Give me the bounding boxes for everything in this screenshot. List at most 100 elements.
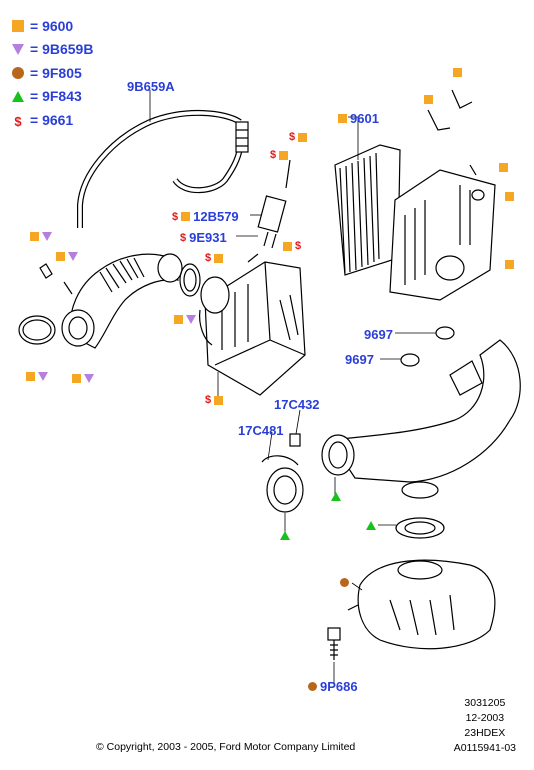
legend-row-9f843: = 9F843 [12,85,132,109]
callout-9697-a: 9697 [364,327,393,342]
marker-seal [366,521,376,530]
orange-square-icon [181,212,191,221]
legend-row-9600: = 9600 [12,14,132,38]
hose-clamps-drawing [18,263,201,345]
legend-label: = 9F843 [30,88,82,105]
air-cleaner-upper-drawing [389,89,496,301]
callout-9601: 9601 [350,111,379,126]
purple-triangle-down-icon [42,232,52,241]
orange-square-icon [26,372,35,381]
legend-label: = 9661 [30,111,74,128]
red-dollar-icon: $ [205,252,212,264]
orange-square-icon [56,252,65,261]
orange-square-icon [72,374,81,383]
marker-screw-1: $ [205,252,224,264]
marker-bolt-2 [505,192,514,201]
callout-9p686: 9P686 [320,679,358,694]
bolt-drawing [327,627,341,660]
callout-9b659a: 9B659A [127,79,175,94]
red-dollar-icon: $ [270,149,277,161]
orange-square-icon [30,232,39,241]
marker-bracket-2 [424,95,433,104]
legend-label: = 9600 [30,17,74,34]
orange-square-icon [12,19,24,32]
copyright-notice: © Copyright, 2003 - 2005, Ford Motor Com… [96,741,356,753]
seal-ring-drawing [395,517,445,539]
marker-hose-clip-2 [56,252,78,261]
brown-circle-icon [340,578,349,587]
marker-hose-end [72,374,94,383]
marker-adaptor [280,531,290,540]
purple-triangle-down-icon [68,252,78,261]
orange-square-icon [338,114,347,123]
purple-triangle-down-icon [38,372,48,381]
red-dollar-icon: $ [289,131,296,143]
purple-triangle-down-icon [186,315,196,324]
orange-square-icon [214,395,224,405]
orange-square-icon [174,315,183,324]
marker-housing [505,260,514,269]
legend-row-9661: $ = 9661 [12,108,132,132]
callout-9p686-marker: 9P686 [308,679,358,694]
brown-circle-icon [12,66,24,79]
orange-square-icon [298,132,308,142]
orange-square-icon [499,163,508,172]
reference-block: 3031205 12-2003 23HDEX A0115941-03 [454,696,516,756]
callout-17c481: 17C481 [238,423,284,438]
green-triangle-up-icon [331,492,341,501]
orange-square-icon [214,253,224,263]
marker-screw-3: $ [289,131,308,143]
purple-triangle-down-icon [12,43,24,55]
callout-9e931: 9E931 [189,230,227,245]
marker-hose-clip [30,232,52,241]
intake-hose-drawing [61,253,183,349]
reference-code: 23HDEX [464,727,506,739]
marker-airbox: $ [205,394,224,406]
maf-sensor-drawing [247,159,291,263]
purple-triangle-down-icon [84,374,94,383]
marker-resonator [340,578,349,587]
callout-12b579-marker: $ 12B579 [172,209,239,224]
green-triangle-up-icon [280,531,290,540]
callout-9697-b-marker: 9697 [345,352,374,367]
orange-square-icon [283,241,292,251]
orange-square-icon [505,260,514,269]
marker-clamp-right [174,315,196,324]
marker-screw-2: $ [283,240,301,252]
green-triangle-up-icon [12,90,24,102]
callout-9e931-marker: $ 9E931 [180,230,227,245]
red-dollar-icon: $ [14,113,22,129]
marker-duct [331,492,341,501]
legend-row-9b659b: = 9B659B [12,38,132,62]
orange-square-icon [505,192,514,201]
legend-label: = 9F805 [30,64,82,81]
orange-square-icon [453,68,462,77]
callout-12b579: 12B579 [193,209,239,224]
marker-screw-4: $ [270,149,289,161]
red-dollar-icon: $ [205,394,212,406]
marker-bracket-1 [453,68,462,77]
green-triangle-up-icon [366,521,376,530]
brown-circle-icon [308,682,317,691]
legend-label: = 9B659B [30,41,94,58]
resonator-drawing [347,559,496,650]
callout-9697-a-marker: 9697 [364,327,393,342]
marker-bolt-1 [499,163,508,172]
orange-square-icon [279,150,289,160]
reference-date: 12-2003 [465,712,505,724]
air-filter-element-drawing [334,144,401,276]
red-dollar-icon: $ [180,231,187,244]
air-box-lower-drawing [199,261,306,396]
orange-square-icon [424,95,433,104]
marker-clamp-left [26,372,48,381]
outlet-duct-drawing [321,339,521,499]
red-dollar-icon: $ [172,210,179,223]
red-dollar-icon: $ [295,240,302,252]
callout-9601-marker: 9601 [338,111,379,126]
callout-17c432: 17C432 [274,397,320,412]
illustration-id: A0115941-03 [453,742,516,754]
legend: = 9600 = 9B659B = 9F805 = 9F843 $ = 9661 [12,14,132,132]
callout-9697-b: 9697 [345,352,374,367]
breather-hose-drawing [77,110,249,228]
